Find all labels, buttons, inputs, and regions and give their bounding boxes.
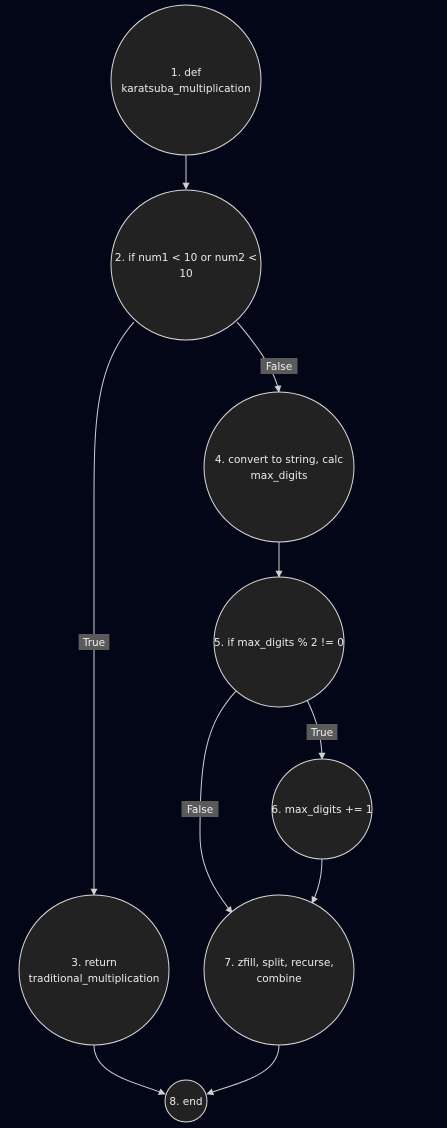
edge-label-bg bbox=[181, 801, 219, 817]
edge-label-n5-n7: False bbox=[181, 801, 219, 817]
edge-n6-n7 bbox=[311, 858, 323, 904]
edge-label-text: True bbox=[310, 727, 333, 739]
node-circle bbox=[271, 758, 373, 860]
node-label-line: 2. if num1 < 10 or num2 < bbox=[115, 252, 257, 264]
edge-label-n5-n6: True bbox=[306, 724, 338, 740]
edge-line-n3-n8 bbox=[93, 1044, 166, 1095]
node-circle bbox=[164, 1079, 208, 1123]
edge-n2-n3 bbox=[90, 321, 135, 896]
node-label-line: combine bbox=[256, 973, 301, 985]
node-circle bbox=[213, 576, 345, 708]
node-n3: 3. return traditional_multiplication bbox=[18, 894, 170, 1046]
node-n1: 1. def karatsuba_multiplication bbox=[110, 4, 262, 156]
node-circle bbox=[110, 189, 262, 341]
node-label-line: 3. return bbox=[71, 957, 116, 969]
edge-label-bg bbox=[260, 358, 298, 374]
edge-label-bg bbox=[306, 724, 338, 740]
node-n8: 8. end bbox=[164, 1079, 208, 1123]
node-circle bbox=[110, 4, 262, 156]
edge-n3-n8 bbox=[93, 1044, 166, 1095]
node-circle bbox=[203, 391, 355, 543]
edge-line-n6-n7 bbox=[311, 858, 323, 904]
node-n4: 4. convert to string, calc max_digits bbox=[203, 391, 355, 543]
edge-label-bg bbox=[78, 634, 110, 650]
edge-line-n2-n4 bbox=[236, 321, 282, 393]
edge-label-text: False bbox=[187, 804, 213, 816]
node-label-line: 8. end bbox=[169, 1096, 202, 1108]
nodes-layer: 1. def karatsuba_multiplication 2. if num1… bbox=[18, 4, 373, 1123]
node-label-line: 6. max_digits += 1 bbox=[271, 804, 372, 816]
edge-line-n7-n8 bbox=[206, 1044, 280, 1096]
edge-line-n2-n3 bbox=[90, 321, 135, 896]
node-n2: 2. if num1 < 10 or num2 < 10 bbox=[110, 189, 262, 341]
edge-n7-n8 bbox=[206, 1044, 280, 1096]
node-n7: 7. zfill, split, recurse, combine bbox=[203, 894, 355, 1046]
edge-n5-n7 bbox=[199, 690, 237, 914]
edge-n2-n4 bbox=[236, 321, 282, 393]
node-label-line: 1. def bbox=[171, 67, 201, 79]
node-n5: 5. if max_digits % 2 != 0 bbox=[213, 576, 345, 708]
node-label-line: 7. zfill, split, recurse, bbox=[224, 957, 333, 969]
edge-label-text: True bbox=[82, 637, 105, 649]
node-label-line: karatsuba_multiplication bbox=[121, 83, 250, 95]
node-circle bbox=[18, 894, 170, 1046]
edge-label-n2-n4: False bbox=[260, 358, 298, 374]
node-label-line: 10 bbox=[179, 268, 192, 280]
edge-label-n2-n3: True bbox=[78, 634, 110, 650]
node-label-line: traditional_multiplication bbox=[29, 973, 160, 985]
edge-line-n5-n7 bbox=[199, 690, 237, 914]
node-n6: 6. max_digits += 1 bbox=[271, 758, 373, 860]
node-label-line: max_digits bbox=[251, 470, 308, 482]
node-circle bbox=[203, 894, 355, 1046]
edge-label-text: False bbox=[266, 361, 292, 373]
node-label-line: 5. if max_digits % 2 != 0 bbox=[214, 637, 344, 649]
node-label-line: 4. convert to string, calc bbox=[215, 454, 343, 466]
